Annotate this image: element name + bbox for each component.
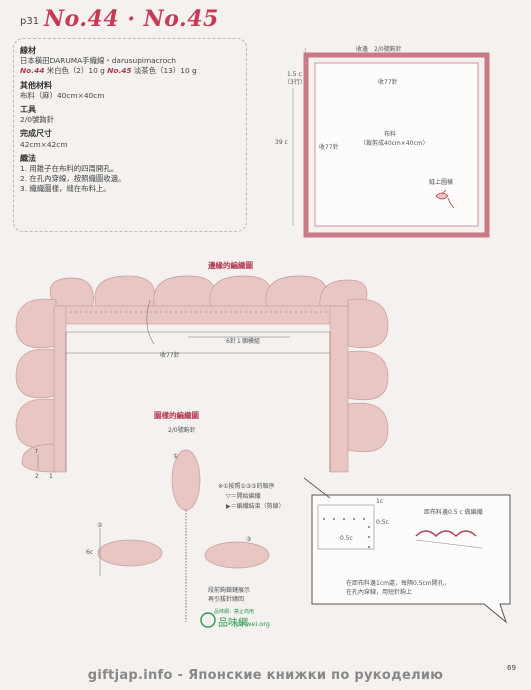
motif-step-3: ③: [246, 536, 251, 543]
detail-callout: 1c 0.5c 0.5c 距布料邊0.5 c 做編織 在距布料邊1cm處，每隔0…: [303, 477, 511, 624]
no44-value: 米白色（2）10 g: [46, 66, 105, 76]
fabric-size: （裁剪成40cm×40cm）: [360, 139, 429, 147]
pillow-side-main: 39 c: [275, 139, 288, 146]
edge-chart-title: 邊緣的編織圖: [208, 260, 253, 270]
detail-measure-b: 0.5c: [340, 535, 353, 542]
motif-step-2: ②: [97, 522, 103, 529]
site-footer: giftjap.info - Японские книжки по рукоде…: [87, 668, 444, 683]
page-title: No.44 · No.45: [44, 6, 219, 32]
motif-tool: 2/0號鉤針: [168, 426, 196, 434]
pillow-left-count: 收77針: [319, 143, 339, 151]
page-reference: p31: [20, 16, 40, 27]
legend-title: ※①按照①③③的順序: [218, 482, 275, 490]
leaf-motif-icon: [435, 189, 455, 209]
pillow-top-count: 收77針: [378, 78, 398, 86]
stem-note-1: 段前鉤鎖鏈展示: [208, 586, 250, 594]
edge-chart: 邊緣的編織圖: [15, 260, 389, 480]
tool-value: 2/0號鉤針: [20, 115, 55, 125]
motif-chart-title: 圖樣的編織圖: [154, 410, 199, 420]
legend-start: ▽＝開始編織: [226, 492, 261, 500]
motif-right-leaf: [204, 541, 270, 569]
no45-label: No.45: [107, 66, 132, 76]
yarn-heading: 線材: [20, 46, 36, 55]
edge-row-arrow: ↑: [34, 448, 39, 455]
edge-row-2: 2: [35, 473, 39, 480]
method-heading: 織法: [20, 153, 36, 163]
edge-repeat-label: 6針１個模組: [226, 337, 260, 345]
yarn-line: 日本橫田DARUMA手織線・darusupimacroch: [20, 56, 176, 66]
other-heading: 其他材料: [20, 80, 52, 90]
motif-chart: 圖樣的編織圖 2/0號鉤針 6c ① ② ③ ※①按照①③③的順序 ▽＝開始編織…: [86, 410, 285, 622]
page-number: 69: [507, 664, 516, 672]
fabric-label: 布料: [384, 130, 396, 138]
yarn-colors: No.44 米白色（2）10 g No.45 淡茶色（13）10 g: [20, 66, 240, 76]
detail-measure-c: 0.5c: [376, 519, 389, 526]
pillow-diagram: 收邊 2/0號鉤針 1.5 c （3行） 39 c 收77針 收77針 布料 （…: [275, 45, 490, 238]
motif-placement-label: 縫上圖樣: [429, 178, 453, 186]
watermark-brand: 品味網: [218, 616, 248, 629]
size-heading: 完成尺寸: [20, 129, 52, 139]
no45-value: 淡茶色（13）10 g: [133, 66, 197, 76]
detail-caption-1: 在距布料邊1cm處，每隔0.5cm開孔，: [346, 579, 450, 587]
edge-bottom-count: 收77針: [160, 351, 180, 359]
detail-caption-2: 在孔內穿線，用短針鉤上: [346, 588, 412, 596]
motif-step-1: ①: [173, 453, 178, 460]
watermark-sub: 品味網：禁止商用: [214, 608, 254, 615]
edge-row-1: 1: [49, 473, 53, 480]
no44-label: No.44: [20, 66, 45, 76]
stem-note-2: 再引拔針繞回: [208, 595, 244, 603]
legend-end: ▶＝編織結束（剪線）: [226, 502, 285, 510]
other-value: 布料（麻）40cm×40cm: [20, 90, 105, 100]
method-step: 1. 用錐子在布料的四周開孔。: [20, 164, 119, 174]
pillow-side-top: 1.5 c: [287, 71, 302, 78]
materials-box: [13, 38, 247, 232]
detail-side-note: 距布料邊0.5 c 做編織: [424, 508, 483, 516]
watermark-logo: 品味網：禁止商用 品味網 pinwei.org: [200, 608, 270, 629]
method-step: 2. 在孔內穿線，按照織圖收邊。: [20, 174, 126, 184]
watermark-domain: pinwei.org: [236, 620, 270, 628]
method-step: 3. 織織圖樣，縫在布料上。: [20, 184, 111, 194]
motif-left-leaf: [97, 539, 163, 567]
pillow-top-label: 收邊 2/0號鉤針: [356, 45, 402, 53]
size-value: 42cm×42cm: [20, 139, 68, 149]
tool-heading: 工具: [20, 105, 36, 115]
pillow-side-top-rows: （3行）: [284, 78, 306, 86]
materials-list: 線材 日本橫田DARUMA手織線・darusupimacroch No.44 米…: [20, 42, 240, 195]
motif-dim-label: 6c: [86, 549, 93, 556]
detail-measure-a: 1c: [376, 498, 383, 505]
